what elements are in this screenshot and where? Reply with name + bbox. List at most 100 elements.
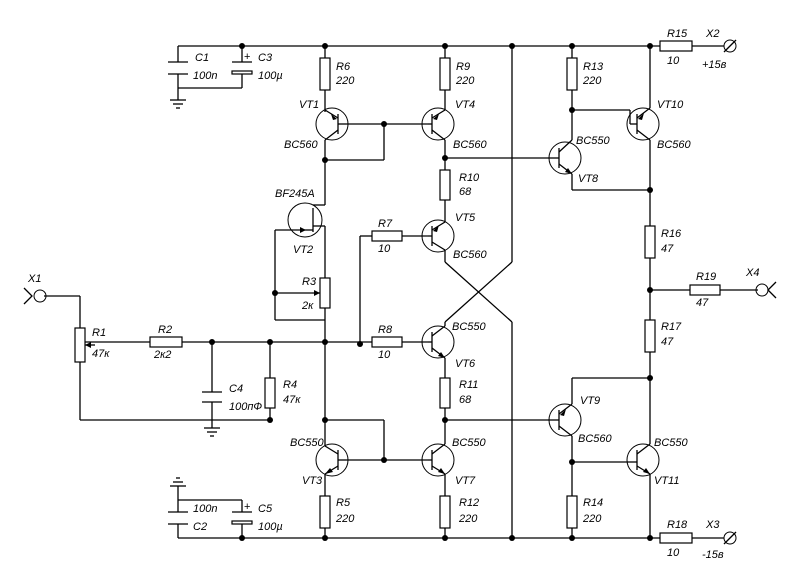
label-r6-value: 220 [335,75,355,87]
label-x3: X3 [705,519,720,531]
labels: C1 100n C3 100µ R6 220 R9 220 R13 220 R1… [27,28,759,561]
label-vt11: VT11 [654,475,679,487]
capacitor-c4 [202,391,222,403]
transistor-vt4 [421,107,455,141]
label-r15: R15 [667,28,688,40]
label-r9: R9 [456,61,470,73]
resistor-r7 [371,230,403,242]
label-x2-value: +15в [702,59,727,71]
label-r5: R5 [336,497,351,509]
label-vt9-type: BC560 [578,433,613,445]
ground-symbol-input [204,427,220,437]
label-r7-value: 10 [378,243,391,255]
label-r10: R10 [459,172,480,184]
label-r18: R18 [667,519,688,531]
svg-text:+: + [244,51,250,63]
transistor-vt11 [626,443,660,477]
label-c3-value: 100µ [258,70,283,82]
label-x4: X4 [745,267,759,279]
label-r7: R7 [378,218,393,230]
connector-x4 [755,281,777,299]
label-x1: X1 [27,273,41,285]
label-r1: R1 [92,327,106,339]
resistor-r2 [149,336,183,348]
label-r17: R17 [661,321,682,333]
transistor-vt10 [626,107,660,141]
label-r10-value: 68 [459,186,472,198]
label-r3: R3 [302,276,317,288]
label-r17-value: 47 [661,336,674,348]
label-r19: R19 [696,271,716,283]
label-bf245a: BF245A [275,188,315,200]
resistor-r3 [319,277,331,309]
label-r3-value: 2к [301,300,314,312]
label-r4: R4 [283,379,297,391]
label-vt6-type: BC550 [452,321,487,333]
label-vt1-type: BC560 [284,139,319,151]
resistor-r10 [439,169,451,201]
resistor-r9 [439,57,451,91]
label-vt8: VT8 [578,173,599,185]
label-r2: R2 [158,324,172,336]
resistor-r5 [319,495,331,529]
resistor-r18 [659,532,693,544]
label-vt6: VT6 [455,358,476,370]
transistor-vt5 [421,219,455,253]
label-vt5-type: BC560 [453,249,488,261]
resistor-r15 [659,40,693,52]
label-r6: R6 [336,61,351,73]
transistor-vt3 [315,443,349,477]
transistor-vt2-jfet [287,202,325,238]
wires [44,45,758,539]
label-c1-value: 100n [193,70,217,82]
capacitor-c5: + [231,501,253,525]
resistor-r1 [74,327,86,363]
transistor-vt8 [548,139,582,175]
label-r14: R14 [583,497,603,509]
capacitor-c2 [168,511,188,525]
resistor-r16 [644,225,656,259]
connector-x2 [723,39,737,53]
resistor-r8 [371,336,403,348]
resistor-r19 [689,284,721,296]
label-c3: C3 [258,52,273,64]
label-vt3-type: BC550 [290,437,325,449]
label-vt8-type: BC550 [576,135,611,147]
resistor-r12 [439,495,451,529]
label-r11-value: 68 [459,394,472,406]
label-vt10-type: BC560 [657,139,692,151]
label-c2-value: 100n [193,503,217,515]
label-c4-value: 100пФ [229,401,262,413]
capacitor-c3: + [231,51,253,75]
ground-symbol-bottom [170,477,186,487]
label-x2: X2 [705,28,719,40]
label-vt4: VT4 [455,99,475,111]
label-r16: R16 [661,228,682,240]
label-r5-value: 220 [335,513,355,525]
label-r11: R11 [459,379,478,391]
resistor-r17 [644,319,656,353]
connector-x1 [23,287,47,305]
label-r4-value: 47к [283,394,301,406]
label-c5-value: 100µ [258,521,283,533]
label-vt4-type: BC560 [453,139,488,151]
resistors [74,40,721,544]
label-vt5: VT5 [455,212,476,224]
transistor-vt6 [421,325,455,359]
transistor-vt9 [548,403,582,437]
label-vt9: VT9 [580,395,600,407]
transistor-vt7 [421,443,455,477]
label-vt2: VT2 [293,244,313,256]
resistor-r14 [566,495,578,529]
label-r8-value: 10 [378,349,391,361]
label-vt1: VT1 [299,99,319,111]
label-c5: C5 [258,503,273,515]
label-r12-value: 220 [458,513,478,525]
label-vt7-type: BC550 [452,437,487,449]
label-r14-value: 220 [582,513,602,525]
label-c4: C4 [229,383,243,395]
capacitor-c1 [168,61,188,75]
resistor-r13 [566,57,578,91]
label-c1: C1 [195,52,209,64]
